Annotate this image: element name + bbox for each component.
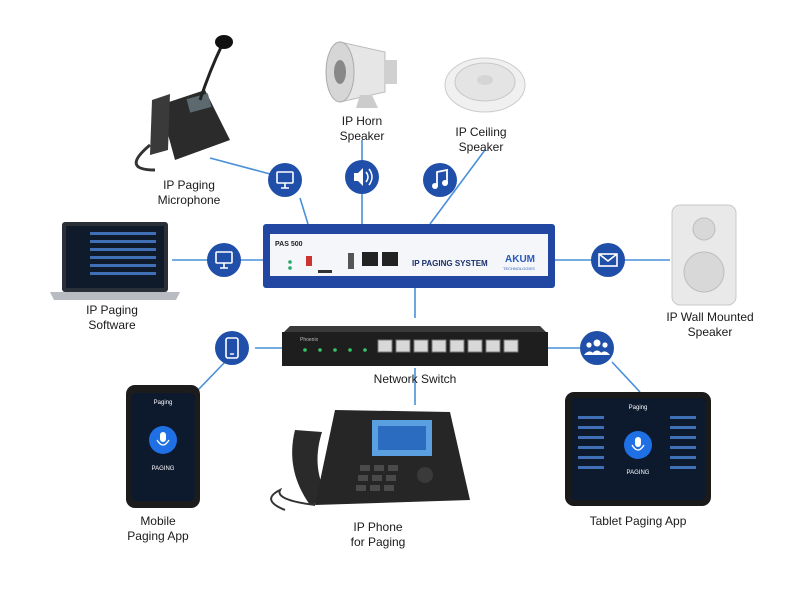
label-wall-speaker: IP Wall Mounted Speaker: [640, 310, 780, 340]
music-note-icon: [423, 163, 457, 197]
pas-brand-sub: TECHNOLOGIES: [503, 266, 535, 271]
mic-handset: [150, 94, 170, 155]
wall-speaker-tweeter: [692, 217, 716, 241]
mic-head: [215, 35, 233, 49]
wall-speaker: [671, 204, 737, 306]
tablet-right-list: [670, 416, 696, 469]
pas-unit: PAS 500 IP PAGING SYSTEM AKUM TECHNOLOGI…: [263, 224, 555, 288]
pas-brand: AKUM: [505, 254, 535, 265]
label-line: Paging App: [127, 529, 189, 543]
pas-led-1: [288, 260, 292, 264]
mic-gooseneck: [198, 44, 224, 101]
switch-brand: Phoenix: [300, 337, 319, 343]
monitor-icon: [268, 163, 302, 197]
mobile-mic-icon: [160, 432, 166, 442]
laptop-screen-rows: [90, 232, 156, 275]
pas-usb-port: [348, 253, 354, 269]
mic-display: [186, 93, 212, 113]
label-line: IP Ceiling: [455, 125, 507, 139]
mic-cord: [134, 143, 156, 172]
line-tablet: [611, 361, 641, 393]
label-line: Speaker: [458, 140, 504, 154]
label-paging-software: IP Paging Software: [42, 303, 182, 333]
phone-keypad: [356, 465, 398, 491]
tablet-device: Paging PAGING: [565, 392, 711, 506]
laptop-base: [50, 292, 180, 300]
ip-phone-device: [270, 410, 470, 511]
label-line: Software: [88, 318, 136, 332]
mobile-screen-title: Paging: [154, 400, 173, 406]
mic-base: [160, 90, 230, 160]
ceiling-center: [477, 75, 493, 85]
users-icon: [580, 331, 614, 365]
switch-ports: [377, 339, 519, 353]
ceiling-speaker: [444, 57, 526, 113]
label-horn-speaker: IP Horn Speaker: [292, 114, 432, 144]
label-line: IP Paging: [86, 303, 138, 317]
label-line: for Paging: [350, 535, 406, 549]
label-line: Network Switch: [373, 372, 457, 386]
pas-slot: [318, 270, 332, 273]
label-ip-phone: IP Phone for Paging: [308, 520, 448, 550]
tablet-mic-icon: [635, 437, 641, 447]
pas-reset: [306, 256, 312, 266]
label-line: Mobile: [140, 514, 176, 528]
network-switch-device: Phoenix: [282, 326, 548, 366]
phone-cord: [270, 487, 316, 511]
paging-software-laptop: [50, 222, 180, 300]
label-line: IP Horn: [341, 114, 383, 128]
switch-leds: [303, 348, 367, 352]
pas-system-label: IP PAGING SYSTEM: [412, 259, 488, 268]
line-mobile: [197, 361, 226, 391]
label-line: Speaker: [687, 325, 733, 339]
label-line: IP Paging: [163, 178, 215, 192]
label-paging-microphone: IP Paging Microphone: [119, 178, 259, 208]
icon-badge-speaker: [345, 160, 379, 194]
switch-top: [284, 326, 546, 332]
icon-badge-music: [423, 163, 457, 197]
icon-badge-monitor-top: [268, 163, 302, 197]
mobile-phone: Paging PAGING: [126, 385, 200, 508]
icon-badge-smartphone: [215, 331, 249, 365]
icon-badge-monitor-left: [207, 243, 241, 277]
horn-speaker: [325, 41, 397, 108]
tablet-mic-icon-base: [631, 444, 645, 451]
label-tablet-app: Tablet Paging App: [568, 514, 708, 529]
pas-lan-port-1: [362, 252, 378, 266]
pas-model: PAS 500: [275, 241, 303, 248]
icon-badge-users: [580, 331, 614, 365]
phone-display-inner: [378, 426, 426, 450]
label-line: IP Phone: [353, 520, 403, 534]
icon-badge-envelope: [591, 243, 625, 277]
mobile-paging-label: PAGING: [152, 466, 175, 472]
label-ceiling-speaker: IP Ceiling Speaker: [411, 125, 551, 155]
pas-faceplate: [270, 234, 548, 276]
line-ceiling: [429, 149, 486, 225]
smartphone-icon: [215, 331, 249, 365]
monitor-icon: [207, 243, 241, 277]
wall-speaker-woofer: [683, 251, 725, 293]
label-network-switch: Network Switch: [345, 372, 485, 387]
pas-lan-port-2: [382, 252, 398, 266]
label-line: Microphone: [157, 193, 221, 207]
mobile-mic-icon-base: [156, 439, 170, 446]
label-mobile-app: Mobile Paging App: [88, 514, 228, 544]
horn-throat: [334, 60, 346, 84]
horn-driver: [385, 60, 397, 84]
paging-microphone: [134, 35, 233, 172]
label-line: IP Wall Mounted: [666, 310, 754, 324]
line-mic-unit: [299, 197, 309, 225]
label-line: Speaker: [339, 129, 385, 143]
label-line: Tablet Paging App: [589, 514, 687, 528]
tablet-screen-title: Paging: [629, 405, 648, 411]
phone-nav-cluster: [417, 467, 433, 483]
tablet-left-list: [578, 416, 604, 469]
pas-led-2: [288, 266, 292, 270]
horn-bracket: [356, 95, 378, 108]
tablet-paging-label: PAGING: [627, 470, 650, 476]
